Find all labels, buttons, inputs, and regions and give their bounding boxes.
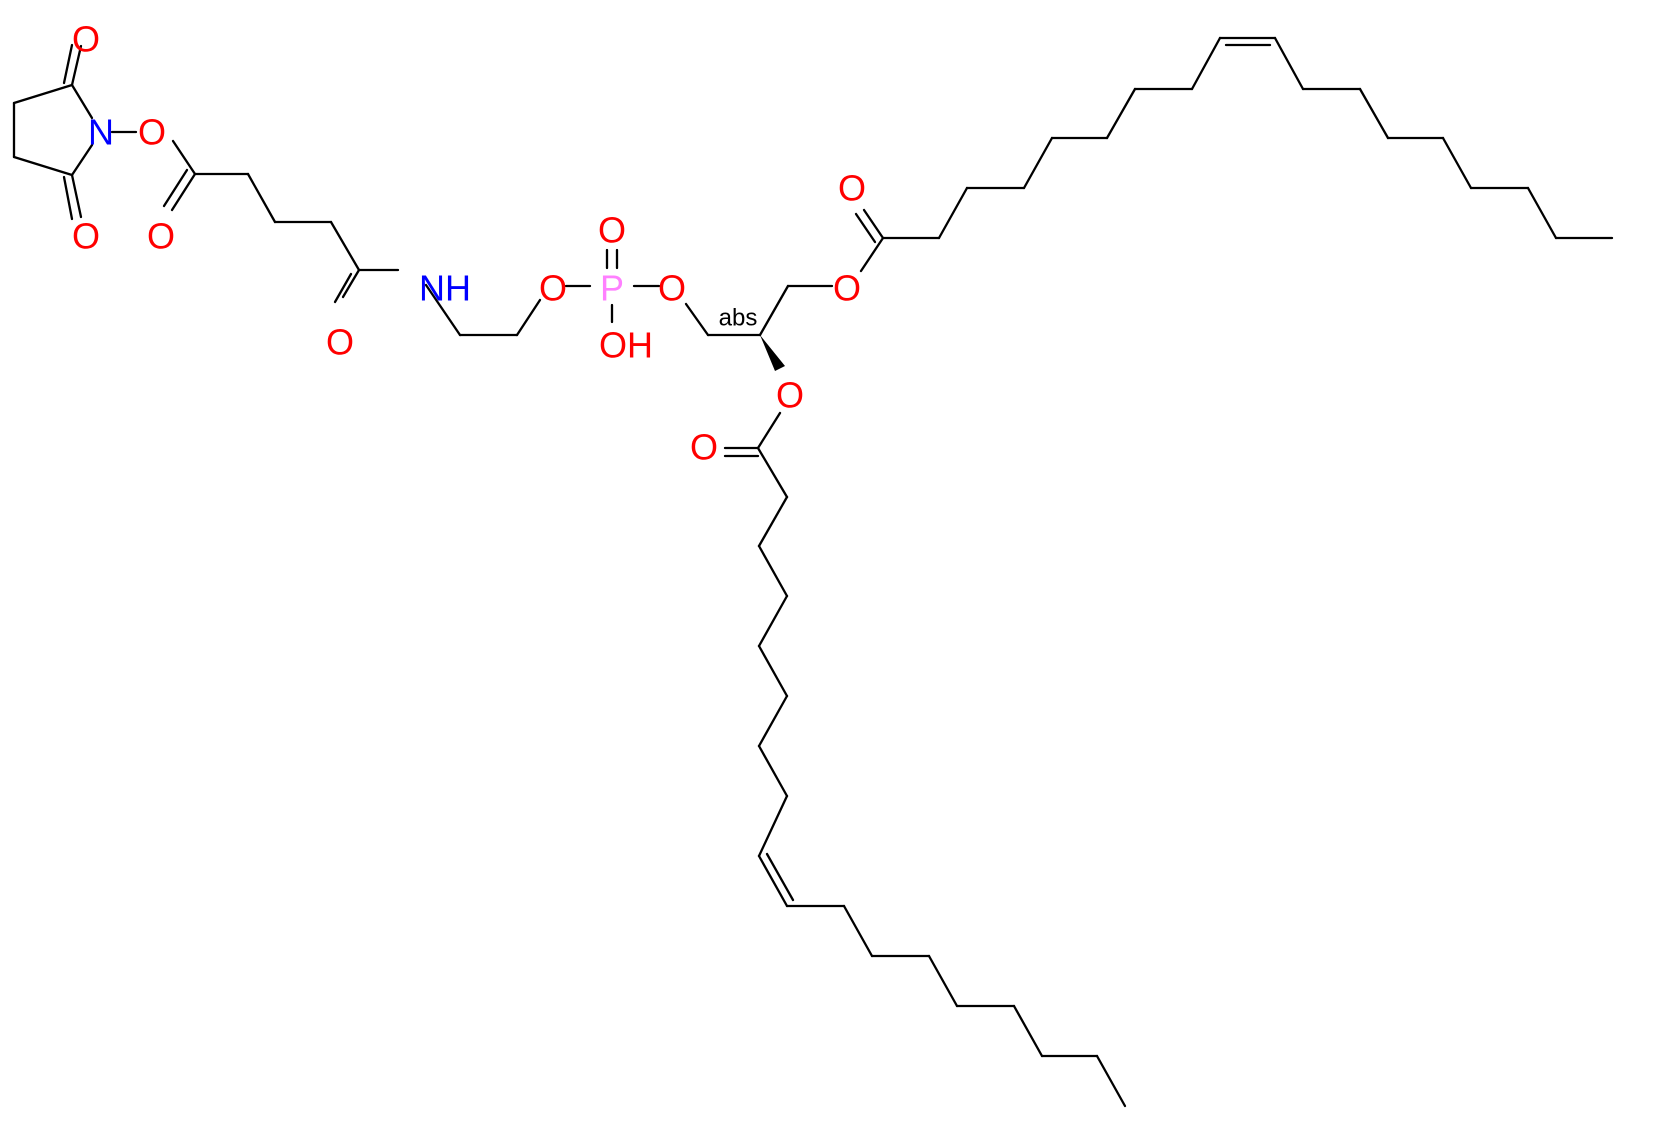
atom-label-oxygen: O xyxy=(833,268,861,309)
atom-label-oxygen: O xyxy=(539,268,567,309)
atom-label-nh: NH xyxy=(419,268,471,309)
atom-label-oxygen: O xyxy=(72,216,100,257)
atom-label-oxygen: O xyxy=(598,210,626,251)
glutaryl-linker xyxy=(110,130,400,304)
atom-label-oxygen: O xyxy=(147,216,175,257)
phosphoethanolamine xyxy=(424,248,661,337)
stereo-label: abs xyxy=(719,305,758,332)
oleoyl-chain-sn2 xyxy=(723,411,1127,1108)
atom-label-hydroxyl: OH xyxy=(599,325,653,366)
atom-label-oxygen: O xyxy=(72,19,100,60)
atom-label-oxygen: O xyxy=(838,168,866,209)
atom-label-oxygen: O xyxy=(326,322,354,363)
wedge-bond xyxy=(760,335,785,371)
succinimide-ring xyxy=(12,43,94,221)
atom-label-oxygen: O xyxy=(138,112,166,153)
atom-label-nitrogen: N xyxy=(88,112,114,153)
glycerol-backbone xyxy=(684,284,834,337)
atom-label-phosphorus: P xyxy=(600,268,624,309)
oleoyl-chain-sn1 xyxy=(854,36,1614,273)
atom-labels: O N O O O O NH O P O O OH O O O O abs xyxy=(72,19,866,468)
atom-label-oxygen: O xyxy=(658,268,686,309)
atom-label-oxygen: O xyxy=(690,427,718,468)
atom-label-oxygen: O xyxy=(776,375,804,416)
